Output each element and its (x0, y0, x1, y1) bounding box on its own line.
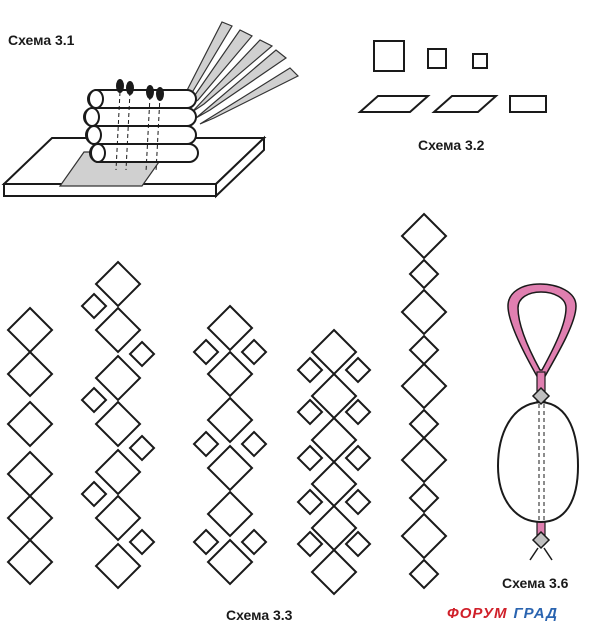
paper-strips-fan (179, 21, 300, 125)
tail-left (529, 547, 539, 561)
pin-head-icon (156, 87, 164, 101)
parallelogram-2 (431, 95, 499, 113)
square-large (373, 40, 405, 72)
square-small (472, 53, 488, 69)
pink-loop-inner (517, 291, 567, 371)
scheme-3-3-label: Схема 3.3 (226, 607, 293, 623)
rectangle-flat (509, 95, 547, 113)
scheme-3-2-illustration (357, 40, 547, 113)
diamond-chain-4 (296, 328, 372, 596)
scheme-3-1-illustration (1, 21, 300, 199)
watermark-word-2: ГРАД (513, 605, 558, 622)
pin-head-icon (126, 81, 134, 95)
scheme-3-1-label: Схема 3.1 (8, 32, 75, 48)
diamond-chain-1 (6, 306, 54, 586)
bottom-knot-icon (531, 530, 551, 550)
pin-head-icon (146, 85, 154, 99)
top-knot-icon (531, 386, 551, 406)
tail-right (543, 547, 553, 561)
scheme-3-6-illustration (496, 283, 580, 561)
scheme-3-3-illustration (6, 212, 448, 596)
scheme-3-6-label: Схема 3.6 (502, 575, 569, 591)
watermark-word-1: ФОРУМ (447, 605, 508, 622)
pins (115, 79, 164, 173)
diamond-chain-2 (80, 260, 156, 590)
rolled-tubes (83, 89, 199, 163)
parallelogram-1 (357, 95, 431, 113)
bead (496, 400, 580, 524)
square-medium (427, 48, 447, 69)
pin-head-icon (116, 79, 124, 93)
watermark-logo: ФОРУМ ГРАД (447, 605, 558, 622)
scheme-3-2-label: Схема 3.2 (418, 137, 485, 153)
diamond-chain-3 (192, 304, 268, 586)
diamond-chain-5 (400, 212, 448, 590)
